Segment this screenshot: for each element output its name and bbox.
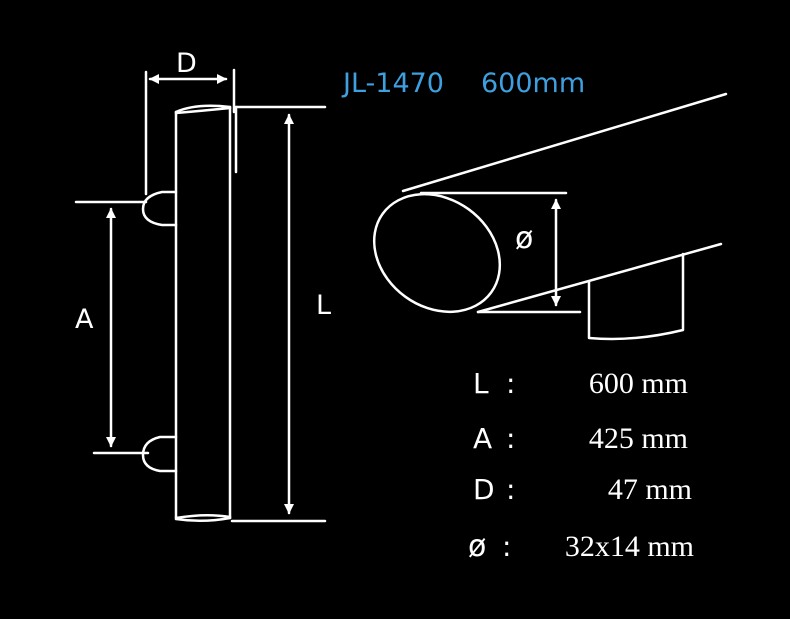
label-a: A — [75, 304, 94, 335]
spec-key: ø — [468, 529, 486, 564]
spec-value: 32x14 mm — [565, 530, 694, 563]
tube-bottom-cap — [174, 514, 232, 520]
upper-bracket — [141, 190, 178, 227]
spec-key: A — [473, 422, 492, 455]
model-number: JL-1470 — [341, 68, 444, 99]
label-d: D — [176, 48, 197, 79]
rail-support-post — [587, 252, 685, 341]
rail-bottom-edge — [476, 242, 723, 314]
rail-top-edge — [401, 92, 728, 193]
side-view — [74, 68, 327, 523]
tube-bottom-cap-inner — [174, 516, 232, 522]
spec-key: L — [473, 367, 489, 400]
spec-row: D : 47 mm — [473, 473, 692, 506]
spec-separator: : — [506, 473, 515, 506]
rail-end-section — [372, 192, 502, 314]
spec-key: D — [473, 473, 495, 506]
perspective-view — [372, 92, 728, 341]
spec-separator: : — [502, 530, 511, 563]
spec-separator: : — [506, 367, 515, 400]
spec-value: 600 mm — [589, 367, 688, 400]
spec-row: L : 600 mm — [473, 367, 688, 400]
lower-bracket — [141, 435, 178, 473]
spec-separator: : — [506, 422, 515, 455]
spec-row: A : 425 mm — [473, 422, 688, 455]
spec-row: ø : 32x14 mm — [468, 529, 694, 564]
model-length: 600mm — [481, 68, 585, 99]
spec-value: 425 mm — [589, 422, 688, 455]
label-phi: ø — [515, 221, 533, 256]
label-l: L — [316, 290, 331, 321]
tube-top-cap — [174, 104, 232, 114]
tube-top-cap-inner — [174, 106, 232, 115]
spec-value: 47 mm — [608, 473, 692, 506]
spec-table: L : 600 mm A : 425 mm D : 47 mm ø : 32x1… — [468, 367, 694, 564]
